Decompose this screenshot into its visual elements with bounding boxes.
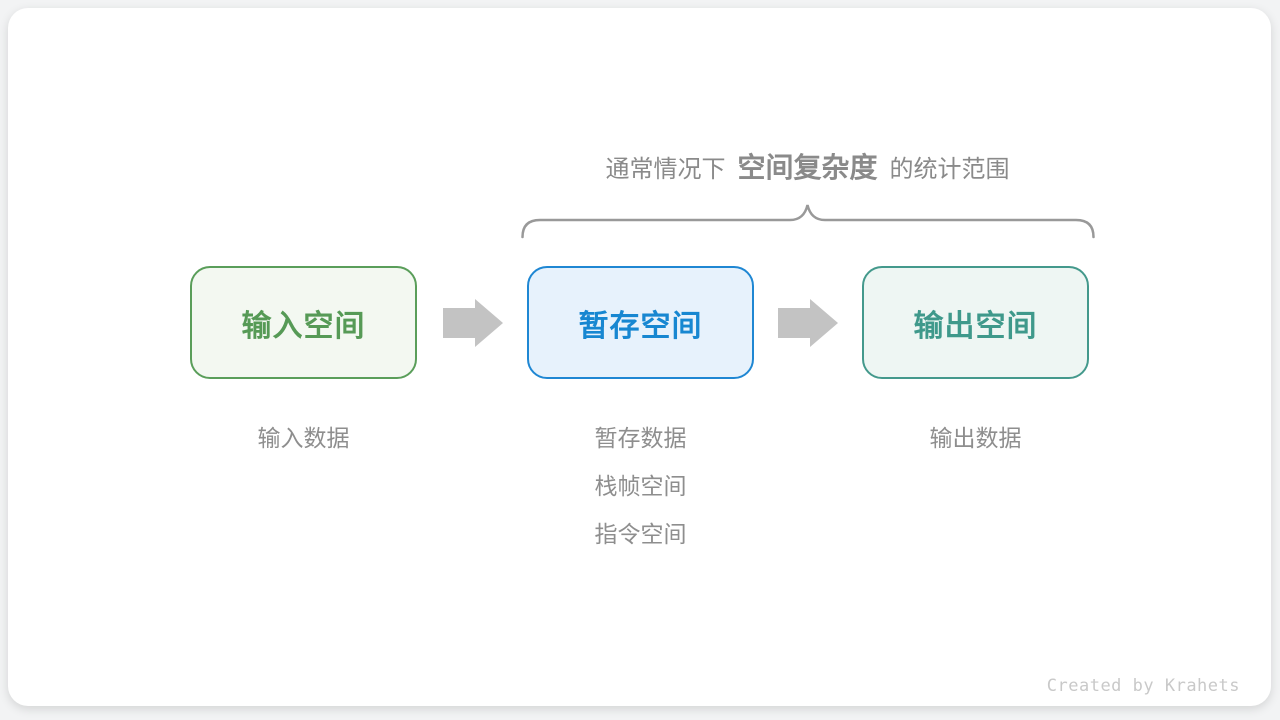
temp-space-label: 暂存空间 [578, 309, 703, 343]
scope-title: 通常情况下 空间复杂度 的统计范围 [520, 144, 1095, 188]
output-space-label: 输出空间 [913, 309, 1038, 343]
temp-space-box: 暂存空间 [527, 266, 754, 379]
temp-annotations: 暂存数据 栈帧空间 指令空间 [527, 414, 754, 558]
annotation-line: 指令空间 [594, 521, 687, 547]
scope-title-prefix: 通常情况下 [605, 155, 726, 183]
annotation-line: 栈帧空间 [594, 473, 687, 499]
arrow-right-icon [443, 299, 503, 347]
watermark-credit: Created by Krahets [1046, 676, 1240, 696]
arrow-right-icon [778, 299, 838, 347]
output-annotations: 输出数据 [862, 414, 1089, 462]
annotation-line: 输出数据 [929, 425, 1022, 451]
input-annotations: 输入数据 [190, 414, 417, 462]
output-space-box: 输出空间 [862, 266, 1089, 379]
scope-title-suffix: 的统计范围 [889, 155, 1010, 183]
curly-brace [521, 204, 1095, 239]
input-space-box: 输入空间 [190, 266, 417, 379]
annotation-line: 暂存数据 [594, 425, 687, 451]
scope-title-highlight: 空间复杂度 [737, 152, 878, 183]
annotation-line: 输入数据 [257, 425, 350, 451]
input-space-label: 输入空间 [241, 309, 366, 343]
